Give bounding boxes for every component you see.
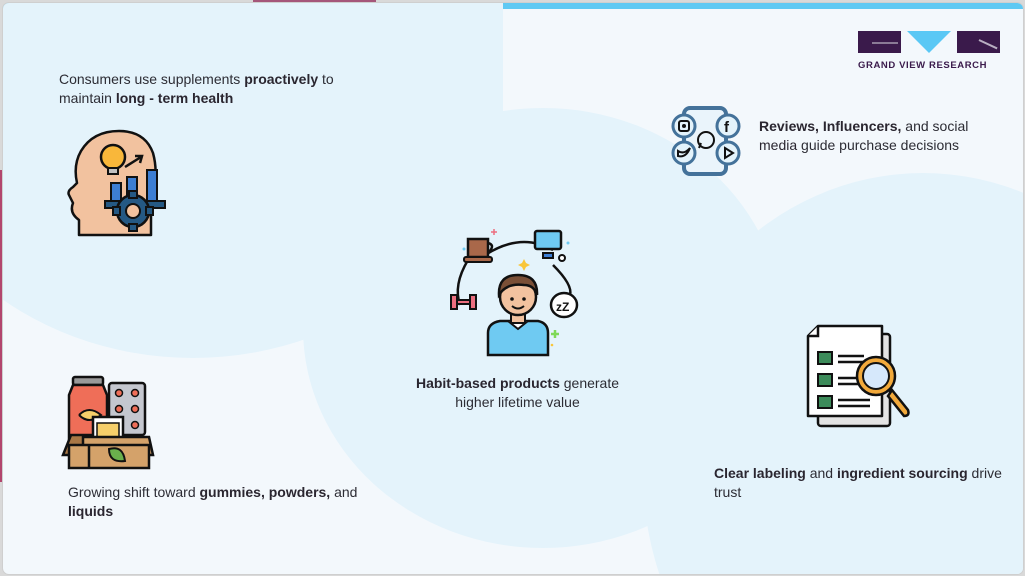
supplement-box-icon — [61, 375, 155, 470]
logo-v-triangle — [907, 31, 951, 53]
svg-text:f: f — [724, 119, 730, 136]
logo-text: GRAND VIEW RESEARCH — [858, 60, 988, 71]
logo-g-block — [858, 31, 901, 53]
bg-blob-top-mid — [253, 3, 503, 123]
grand-view-research-logo: GRAND VIEW RESEARCH — [858, 31, 1000, 71]
top-strip — [3, 3, 1023, 9]
item-text-formats: Growing shift toward gummies, powders, a… — [68, 484, 358, 519]
head-lightbulb-gear-icon — [67, 129, 166, 237]
item-text-social-media: Reviews, Influencers, and social media g… — [759, 118, 969, 153]
daily-routine-person-icon: zZ — [450, 229, 579, 357]
checklist-magnifier-icon — [806, 324, 910, 428]
item-text-proactive-health: Consumers use supplements proactively to… — [59, 71, 334, 106]
left-accent-line — [0, 170, 2, 482]
top-accent-line — [253, 0, 376, 2]
item-text-labeling: Clear labeling and ingredient sourcing d… — [714, 465, 1002, 500]
svg-text:zZ: zZ — [556, 300, 569, 314]
item-text-habit-products: Habit-based products generate higher lif… — [415, 375, 620, 410]
phone-social-media-icon: f — [671, 106, 741, 176]
logo-r-block — [957, 31, 1000, 53]
